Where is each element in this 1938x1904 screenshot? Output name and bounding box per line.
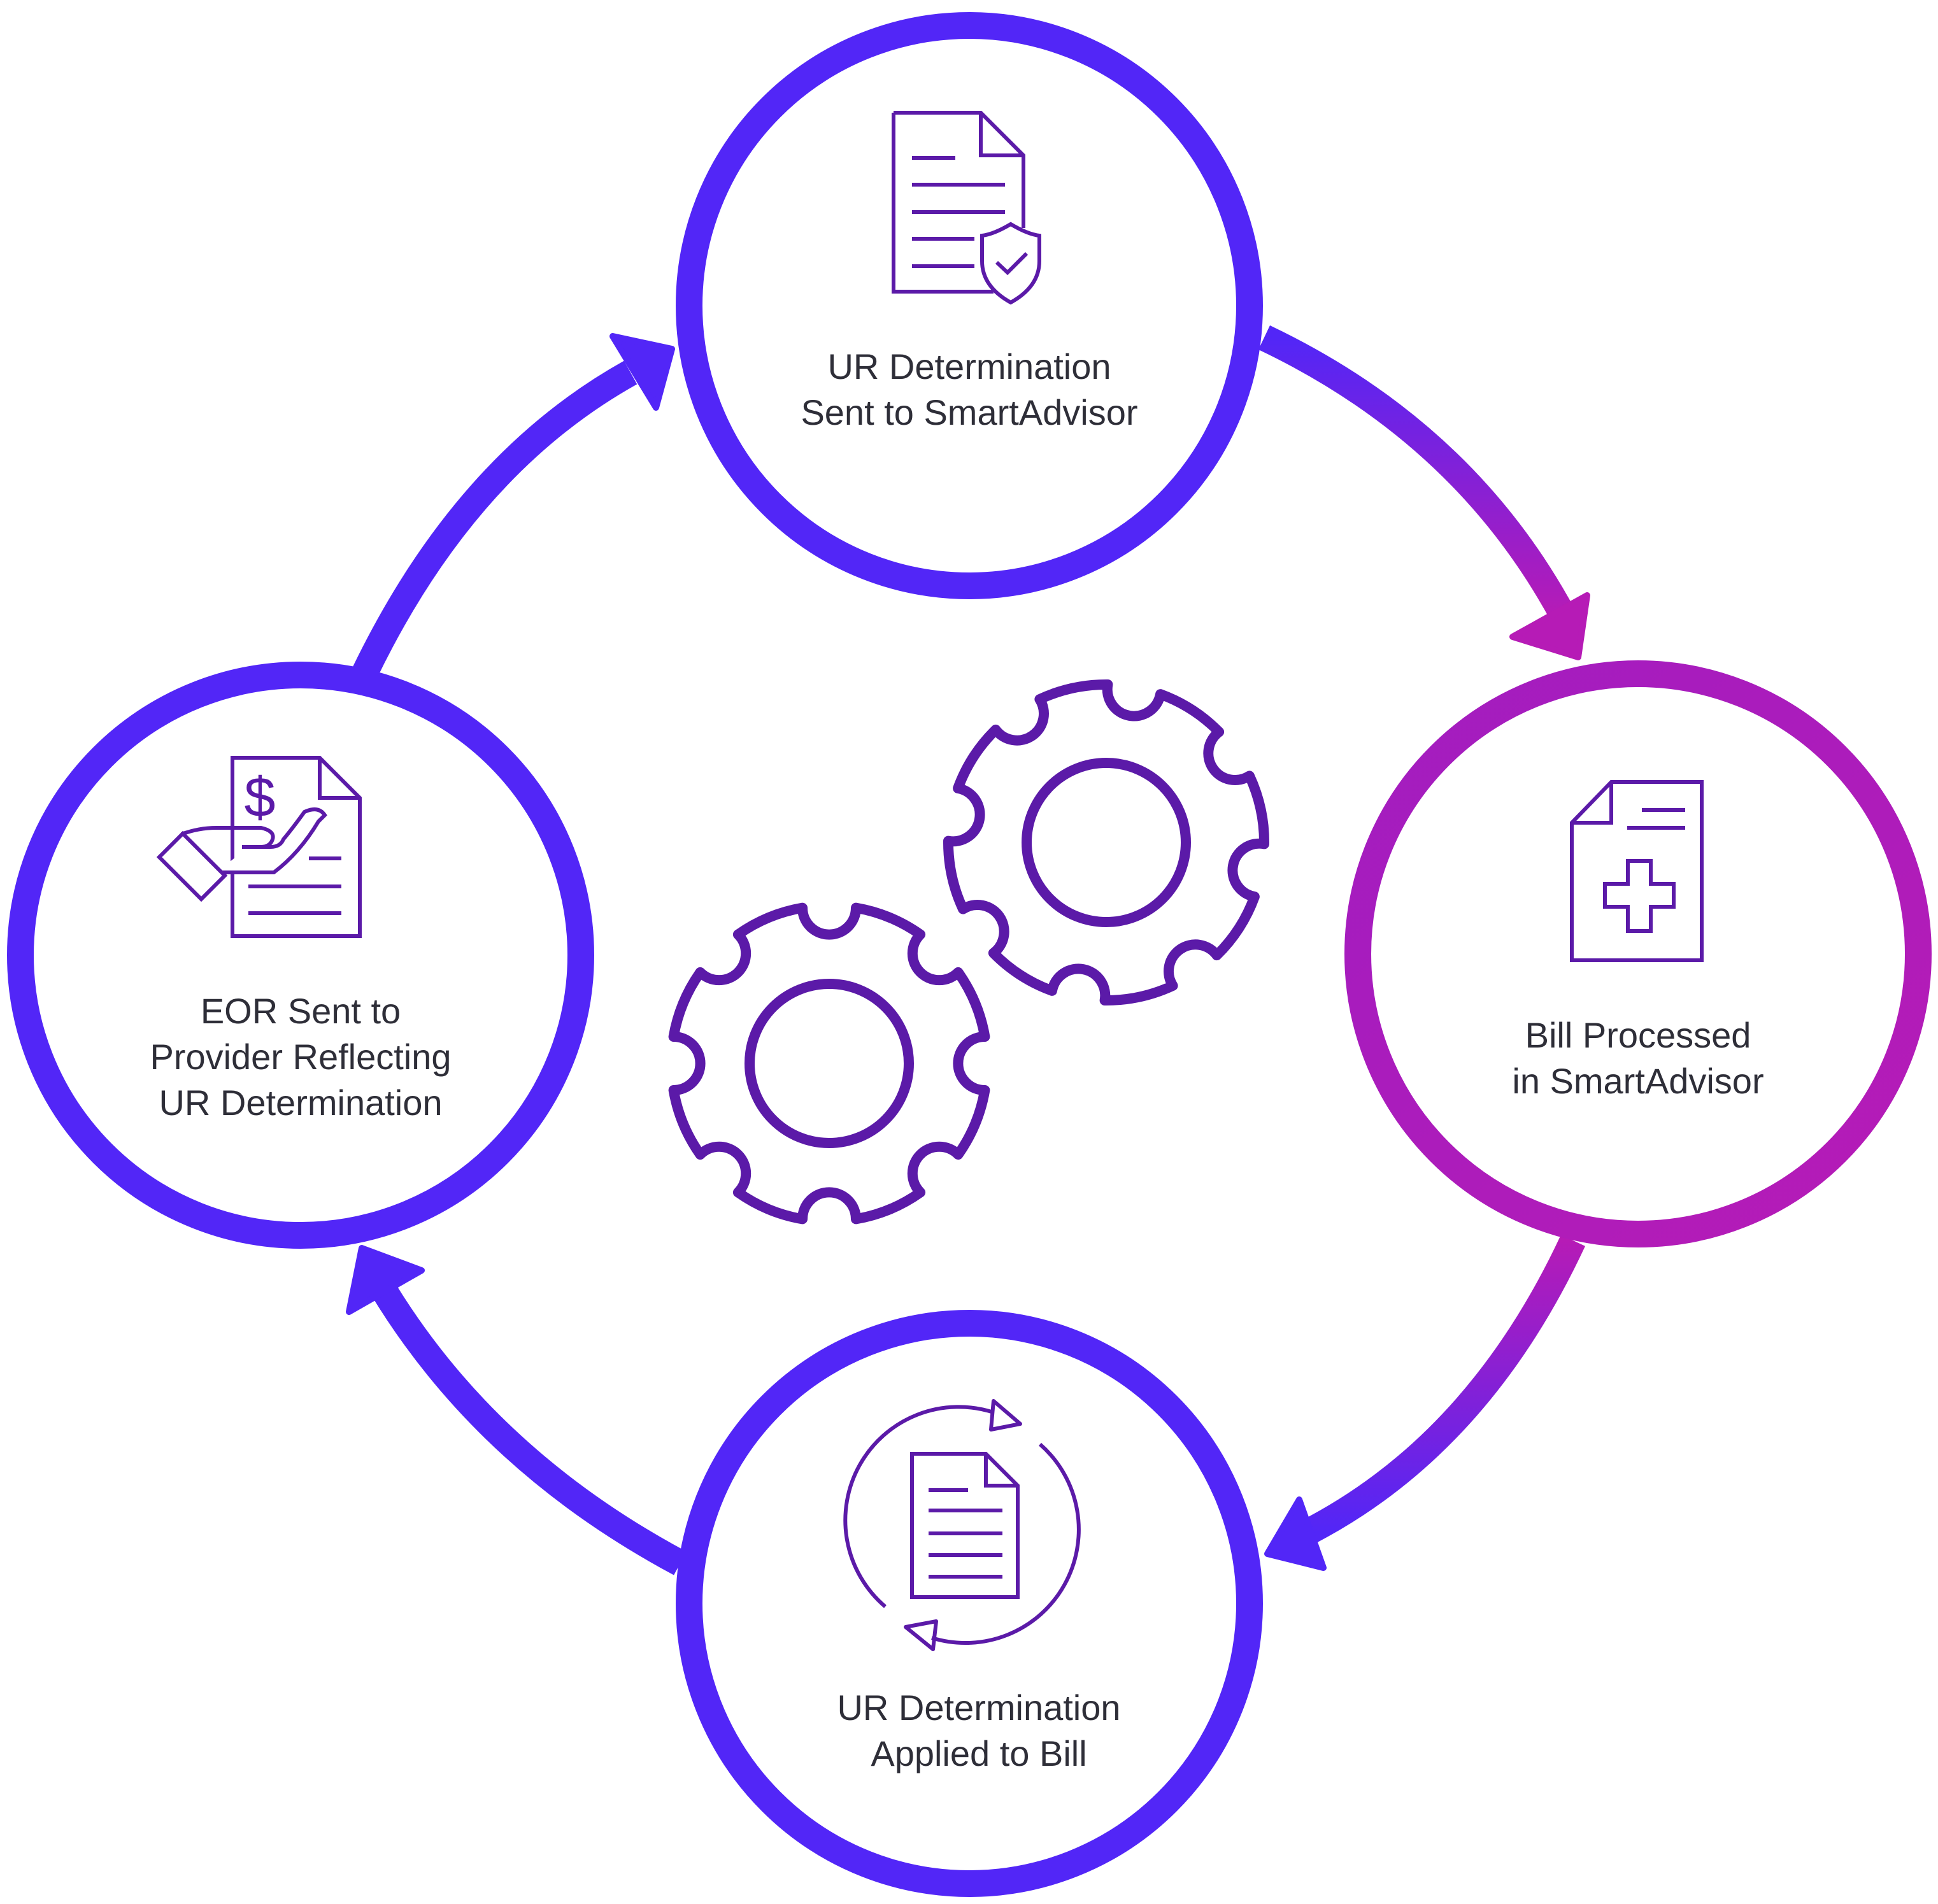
- node-label-line: EOR Sent to: [200, 991, 401, 1031]
- node-label-line: Sent to SmartAdvisor: [801, 392, 1138, 432]
- node-label-bill-processed: Bill Processed in SmartAdvisor: [1364, 1012, 1912, 1104]
- gear-hub: [1022, 758, 1191, 927]
- medical-document-cross-icon: [1570, 780, 1704, 962]
- node-label-line: UR Determination: [827, 346, 1111, 387]
- node-circle-left: [7, 662, 594, 1249]
- node-label-line: UR Determination: [837, 1687, 1121, 1728]
- node-label-line: UR Determination: [159, 1083, 443, 1123]
- node-label-ur-determination-sent: UR Determination Sent to SmartAdvisor: [695, 344, 1243, 436]
- hand-dollar-document-icon: $: [156, 756, 362, 938]
- node-circle-bottom: [676, 1310, 1263, 1897]
- node-label-line: Provider Reflecting: [150, 1037, 452, 1077]
- gear-top-right-icon: [943, 679, 1270, 1006]
- node-label-line: Bill Processed: [1525, 1015, 1751, 1055]
- connector-arrow-bottom-to-left: [346, 1245, 687, 1575]
- gear-outline: [943, 679, 1270, 1006]
- node-label-line: in SmartAdvisor: [1512, 1061, 1764, 1101]
- document-refresh-icon: [843, 1399, 1081, 1651]
- node-label-eor-sent: EOR Sent to Provider Reflecting UR Deter…: [27, 988, 574, 1126]
- node-circle-right: [1344, 660, 1932, 1247]
- document-shield-check-icon: [892, 111, 1041, 305]
- gears-icon: [668, 679, 1270, 1225]
- svg-text:$: $: [245, 765, 276, 828]
- node-circle-top: [676, 12, 1263, 599]
- connector-arrow-left-to-top: [352, 333, 675, 680]
- gear-outline: [668, 902, 990, 1225]
- node-label-ur-determination-applied: UR Determination Applied to Bill: [705, 1685, 1253, 1777]
- gear-bottom-left-icon: [668, 902, 990, 1225]
- connector-arrow-top-to-right: [1258, 325, 1590, 660]
- node-label-line: Applied to Bill: [871, 1733, 1087, 1773]
- connector-arrow-right-to-bottom: [1264, 1235, 1586, 1571]
- gear-hub: [745, 979, 914, 1148]
